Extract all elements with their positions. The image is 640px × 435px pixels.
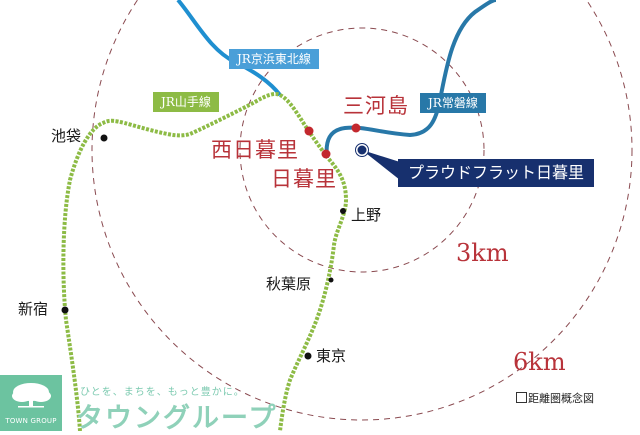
keihin-tohoku-line — [176, 0, 282, 97]
property-name-tag[interactable]: プラウドフラット日暮里 — [398, 159, 595, 187]
tree-logo-icon — [0, 375, 62, 431]
station-mikawashima-label: 三河島 — [343, 94, 409, 118]
station-mikawashima-dot[interactable] — [351, 123, 361, 133]
joban-line-label: JR常磐線 — [420, 93, 486, 113]
yamanote-line — [61, 91, 349, 431]
property-pointer — [362, 150, 400, 180]
station-ueno-label: 上野 — [351, 206, 382, 224]
radius-circle-6km — [91, 0, 633, 421]
brand-slogan: ひとを、まちを、もっと豊かに。 — [80, 387, 245, 398]
station-ikebukuro-dot[interactable] — [100, 134, 108, 142]
station-nippori-dot[interactable] — [321, 149, 331, 159]
legend-square-icon — [516, 392, 527, 403]
station-ueno-dot[interactable] — [340, 208, 346, 214]
town-group-logo: TOWN GROUP — [0, 375, 62, 431]
station-ikebukuro-label: 池袋 — [51, 127, 82, 145]
radius-6km-label: 6km — [513, 348, 566, 376]
yamanote-line-label: JR山手線 — [153, 92, 219, 112]
property-marker-icon[interactable] — [357, 145, 367, 155]
station-nishi-nippori-label: 西日暮里 — [211, 138, 299, 162]
station-tokyo-label: 東京 — [316, 347, 347, 365]
brand-name: タウングループ — [76, 403, 278, 434]
station-shinjuku-dot[interactable] — [61, 306, 69, 314]
joban-line — [324, 0, 497, 159]
station-nippori-label: 日暮里 — [271, 167, 337, 191]
station-shinjuku-label: 新宿 — [18, 300, 49, 318]
map-legend: 距離圏概念図 — [516, 390, 594, 406]
logo-text: TOWN GROUP — [5, 417, 57, 425]
station-akihabara-label: 秋葉原 — [266, 275, 312, 293]
radius-3km-label: 3km — [456, 239, 509, 267]
legend-text: 距離圏概念図 — [528, 392, 594, 405]
station-nishi-nippori-dot[interactable] — [304, 126, 314, 136]
station-akihabara-dot[interactable] — [328, 277, 334, 283]
station-tokyo-dot[interactable] — [304, 352, 312, 360]
radius-circle-3km — [239, 27, 485, 273]
keihin-tohoku-line-label: JR京浜東北線 — [229, 49, 319, 69]
